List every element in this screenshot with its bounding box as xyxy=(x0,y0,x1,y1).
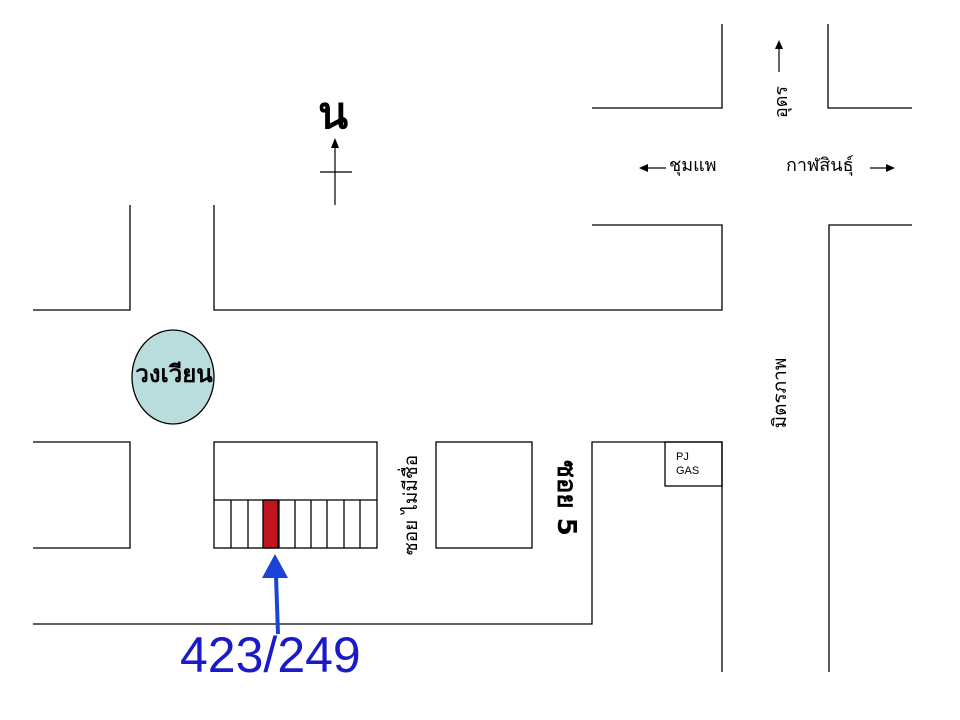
north-label: น xyxy=(318,88,349,139)
target-unit xyxy=(262,499,279,549)
compass-arrowhead xyxy=(331,138,339,148)
pj-gas-line1: PJ xyxy=(676,451,689,463)
roundabout-label: วงเวียน xyxy=(135,360,213,388)
soi-5-label: ซอย 5 xyxy=(551,460,581,536)
kalasin-label: กาฬสินธุ์ xyxy=(786,155,854,176)
arrow-udon xyxy=(775,40,783,72)
block-upper-center xyxy=(213,205,723,311)
roundabout-circle xyxy=(131,329,215,425)
road-edge-top-left xyxy=(592,24,723,109)
arrow-kalasin xyxy=(870,164,895,172)
soi-unnamed-label: ซอย ไม่มีชื่อ xyxy=(400,454,422,556)
mittraphap-label: มิตรภาพ xyxy=(769,357,791,429)
address-label: 423/249 xyxy=(180,627,361,683)
road-edge-bottom xyxy=(33,441,723,672)
road-edge-top-right xyxy=(827,24,912,109)
block-between-sois xyxy=(435,441,533,549)
udon-label: อุดร xyxy=(771,85,792,119)
block-upper-left xyxy=(33,205,131,311)
pj-gas-line2: GAS xyxy=(676,465,700,477)
chumphae-label: ชุมแพ xyxy=(669,155,717,176)
pj-gas-box xyxy=(664,441,723,487)
block-lower-left xyxy=(33,441,131,549)
road-edge-mid-right xyxy=(828,224,912,672)
row-house-dividers xyxy=(230,500,361,548)
arrow-chumphae xyxy=(639,164,666,172)
pointer-arrow xyxy=(262,554,288,635)
pj-gas-label: PJ GAS xyxy=(676,450,699,478)
